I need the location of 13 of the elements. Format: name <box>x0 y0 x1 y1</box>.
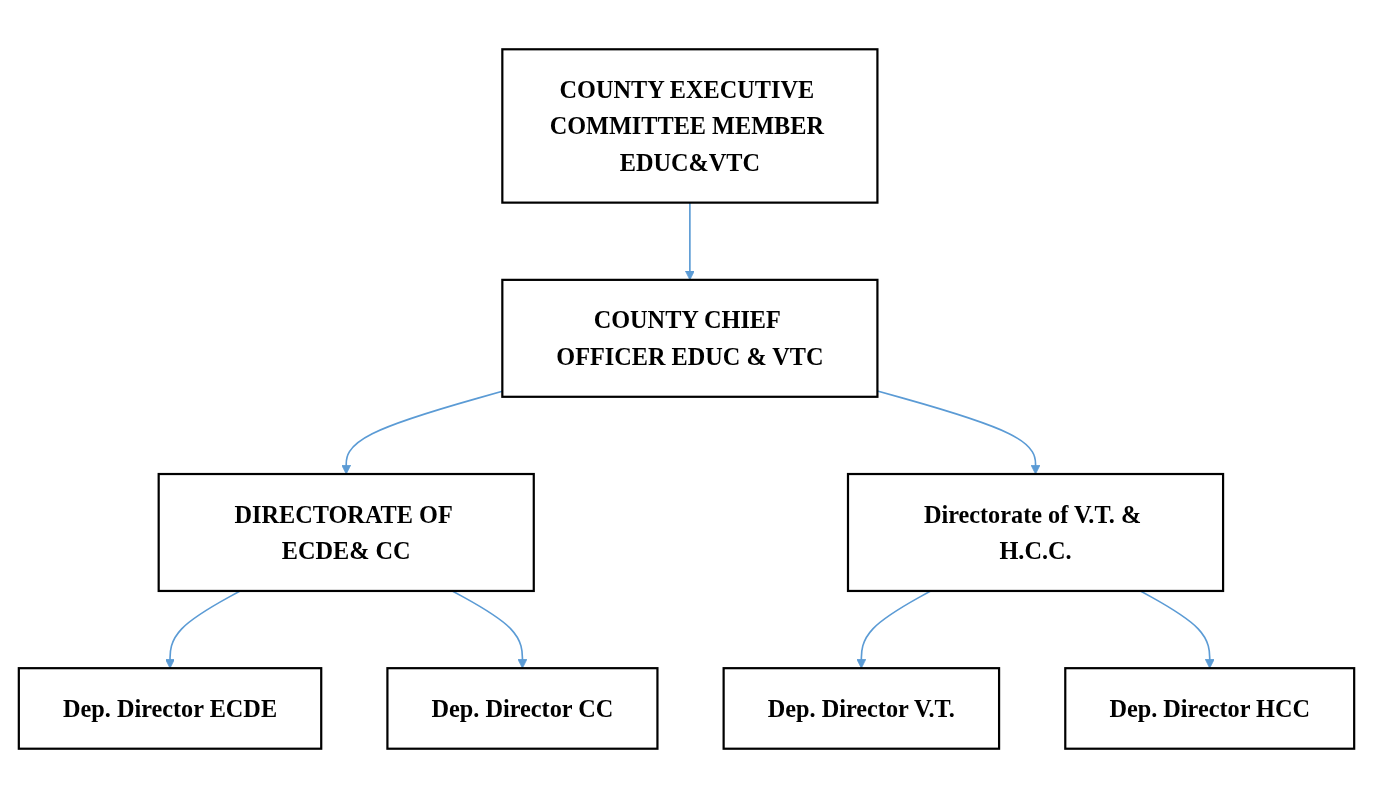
arrow <box>876 390 1041 475</box>
node-box: COUNTY EXECUTIVE COMMITTEE MEMBER EDUC&VTC <box>501 48 879 204</box>
node-box: DIRECTORATE OF ECDE& CC <box>157 472 535 593</box>
node-box: Dep. Director HCC <box>1064 667 1356 750</box>
node-box: COUNTY CHIEF OFFICER EDUC & VTC <box>501 278 879 398</box>
arrow <box>451 590 528 669</box>
node-box: Dep. Director CC <box>386 667 659 750</box>
node-box: Dep. Director ECDE <box>17 667 323 750</box>
node-box: Directorate of V.T. & H.C.C. <box>846 472 1225 593</box>
arrow <box>165 590 241 669</box>
node-box: Dep. Director V.T. <box>722 667 1001 750</box>
arrow <box>1139 590 1215 669</box>
arrow <box>856 590 932 669</box>
